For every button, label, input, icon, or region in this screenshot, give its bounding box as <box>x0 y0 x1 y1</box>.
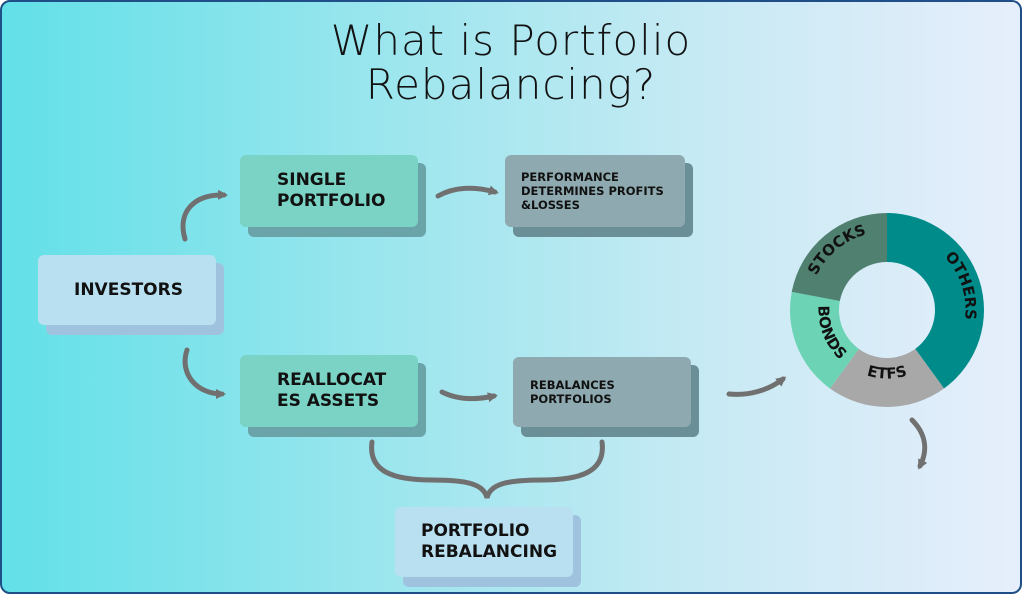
rebalances-label-2: PORTFOLIOS <box>530 392 612 406</box>
investors-label: INVESTORS <box>74 279 183 300</box>
donut-segment-others <box>887 213 984 389</box>
arrow-donut-down <box>909 417 928 470</box>
arrow-realloc-to-rebalances <box>439 389 498 403</box>
portfolio-rebalancing-label-2: REBALANCING <box>421 542 558 562</box>
title-line-2: Rebalancing? <box>365 60 657 109</box>
rebalances-portfolios-node: REBALANCES PORTFOLIOS <box>513 357 699 437</box>
investors-node: INVESTORS <box>38 255 224 335</box>
donut-segment-stocks <box>791 213 887 302</box>
arrow-single-to-performance <box>435 185 499 199</box>
portfolio-rebalancing-label-1: PORTFOLIO <box>421 521 530 541</box>
single-portfolio-label-2: PORTFOLIO <box>277 191 386 211</box>
performance-label-1: PERFORMANCE <box>521 170 619 184</box>
donut-segment-bonds <box>790 291 859 389</box>
arrow-rebalances-to-donut <box>726 376 787 397</box>
arrow-investors-to-realloc <box>182 347 226 399</box>
performance-label-3: &LOSSES <box>521 198 580 212</box>
donut-segment-etfs <box>829 348 945 407</box>
brace <box>369 439 605 499</box>
single-portfolio-node: SINGLE PORTFOLIO <box>240 155 426 237</box>
arrow-investors-to-single <box>180 189 228 242</box>
performance-label-2: DETERMINES PROFITS <box>521 184 664 198</box>
title-line-1: What is Portfolio <box>330 16 692 65</box>
reallocates-assets-node: REALLOCAT ES ASSETS <box>240 355 426 437</box>
reallocates-label-2: ES ASSETS <box>277 391 380 411</box>
reallocates-label-1: REALLOCAT <box>277 370 387 390</box>
portfolio-rebalancing-node: PORTFOLIO REBALANCING <box>395 507 581 587</box>
donut-label-etfs: ETFS <box>866 362 909 383</box>
rebalances-label-1: REBALANCES <box>530 378 615 392</box>
single-portfolio-label-1: SINGLE <box>277 170 347 190</box>
performance-node: PERFORMANCE DETERMINES PROFITS &LOSSES <box>505 155 693 237</box>
